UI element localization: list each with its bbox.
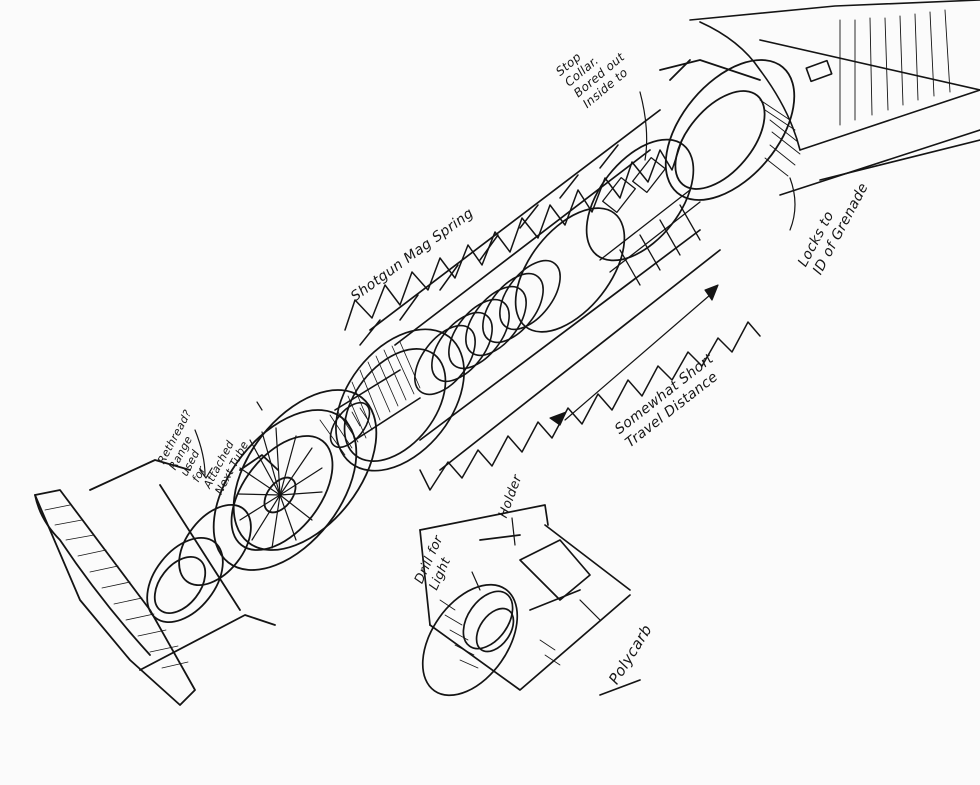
inner-slots (599, 156, 701, 286)
stop-collar (659, 59, 801, 201)
mag-spring (414, 259, 561, 396)
outer-tube (689, 0, 980, 196)
holder-inset (419, 504, 641, 697)
core-cylinder (335, 109, 721, 472)
grip-teeth-top (344, 139, 683, 346)
leader-lines (194, 91, 796, 621)
emitter-cup (34, 454, 279, 706)
grip-teeth-bottom (419, 321, 761, 491)
